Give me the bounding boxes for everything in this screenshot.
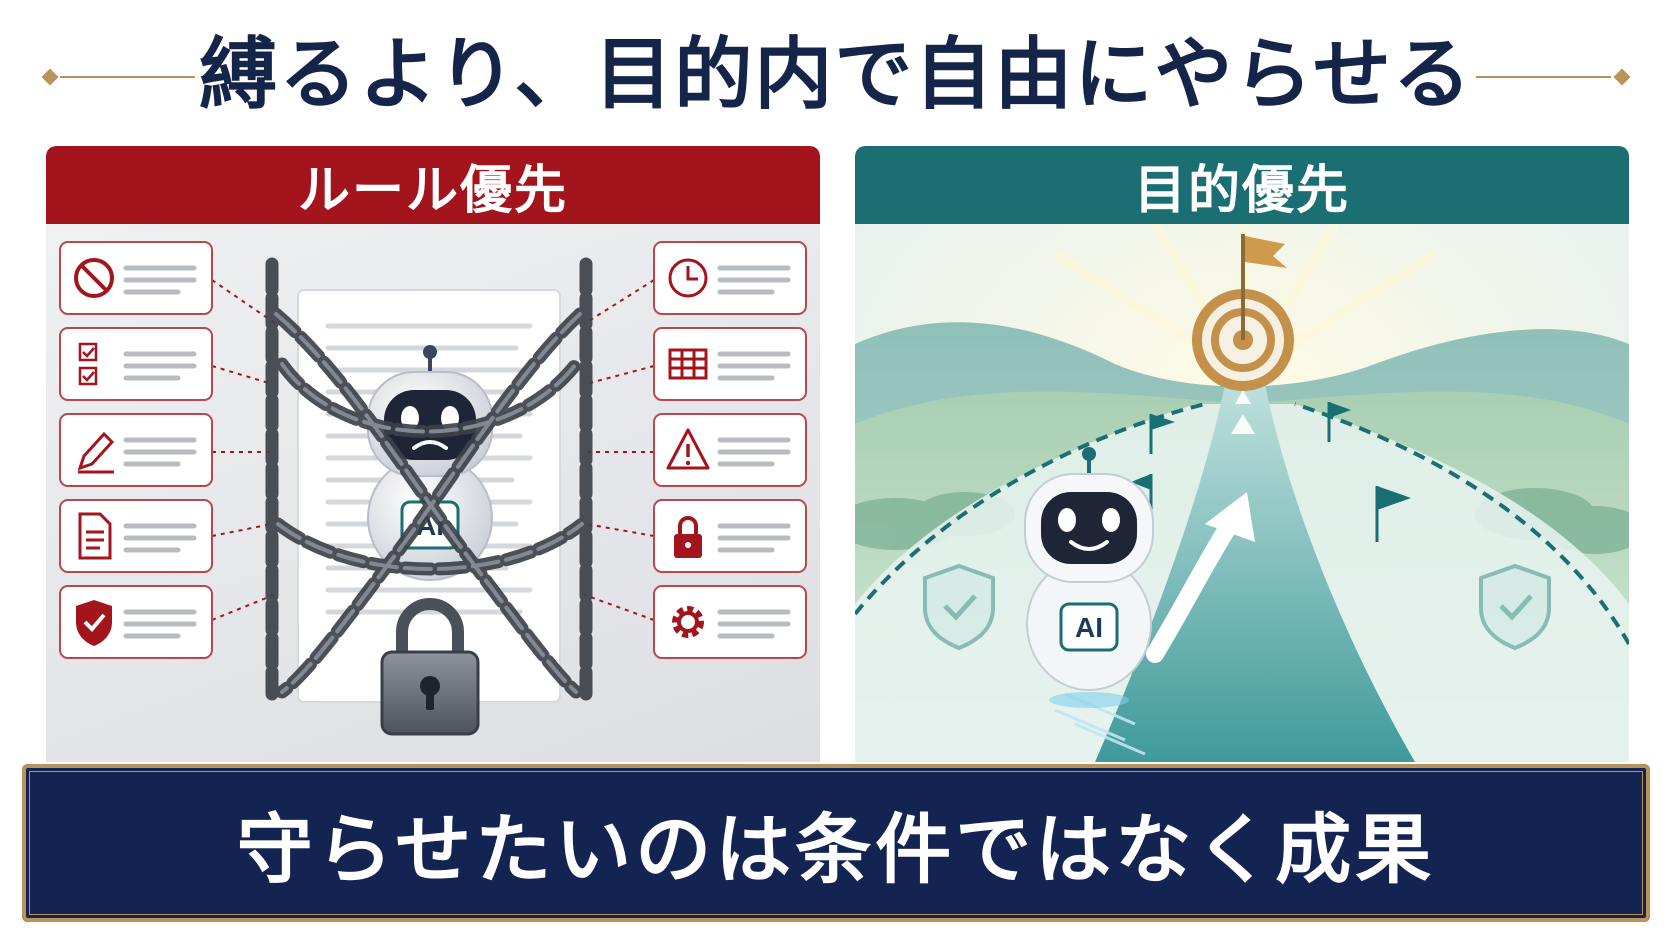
rule-first-panel: ルール優先: [46, 146, 820, 762]
title-ornament-left-rule: [60, 76, 195, 78]
grid-icon: [668, 348, 708, 380]
padlock-icon: [380, 598, 480, 736]
shield-left-icon: [923, 563, 995, 651]
clock-icon: [668, 258, 708, 298]
goal-first-illustration: AI: [855, 224, 1629, 762]
checklist-icon: [78, 342, 98, 386]
shield-check-icon: [76, 600, 112, 646]
page-title: 縛るより、目的内で自由にやらせる: [199, 29, 1473, 120]
progress-arrow: [1146, 515, 1239, 663]
prohibited-icon: [74, 258, 114, 298]
boundary-right: [1294, 402, 1629, 645]
right-robot-ai-badge: AI: [1075, 612, 1103, 643]
lock-icon: [674, 516, 702, 558]
connector-lines: [211, 279, 655, 621]
target-icon: [1192, 234, 1294, 391]
rule-cards-left: [59, 241, 213, 659]
goal-first-header: 目的優先: [855, 146, 1629, 224]
road-arrows: [1231, 390, 1255, 434]
milestone-flags: [1131, 402, 1411, 542]
title-row: 縛るより、目的内で自由にやらせる: [0, 18, 1672, 138]
gear-icon: [672, 606, 704, 638]
pencil-icon: [77, 431, 115, 474]
rule-first-header: ルール優先: [46, 146, 820, 224]
happy-robot: AI: [1024, 447, 1154, 708]
rule-first-illustration: AI: [59, 241, 807, 736]
rule-cards-right: [653, 241, 807, 659]
document-icon: [78, 512, 112, 560]
sad-robot: AI: [367, 345, 493, 581]
bottom-banner: 守らせたいのは条件ではなく成果: [22, 764, 1650, 922]
shield-right-icon: [1479, 563, 1551, 651]
title-ornament-right-rule: [1476, 76, 1611, 78]
road: [1095, 384, 1415, 762]
goal-flag-icon: [1245, 236, 1287, 268]
goal-first-panel: 目的優先: [855, 146, 1629, 762]
warning-icon: [666, 428, 710, 470]
banner-message: 守らせたいのは条件ではなく成果: [236, 805, 1436, 894]
